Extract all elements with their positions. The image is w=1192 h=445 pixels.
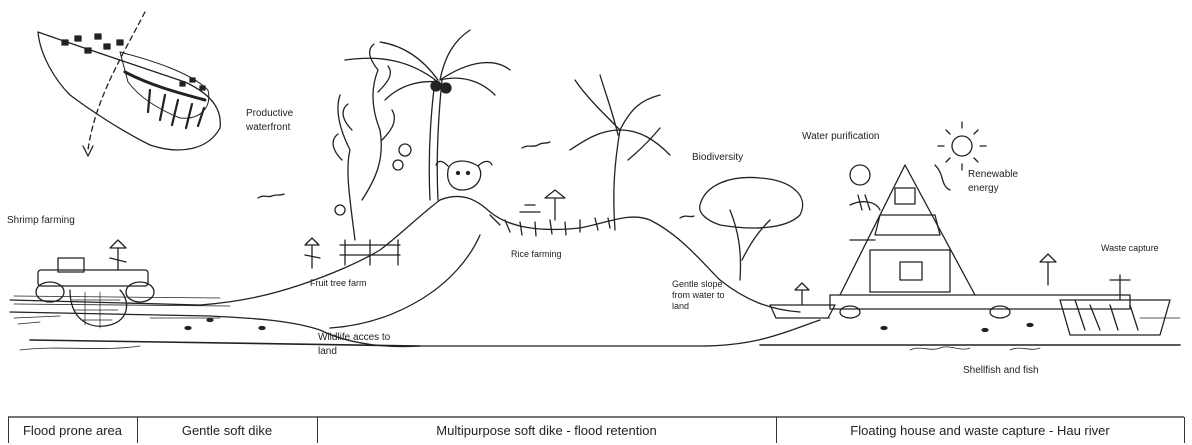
label-waste-capture: Waste capture [1101, 243, 1159, 254]
label-productive-waterfront-2: waterfront [246, 121, 290, 134]
label-water-purification: Water purification [802, 130, 879, 143]
label-gentle-slope-1: Gentle slope [672, 279, 723, 290]
label-wildlife-2: land [318, 345, 337, 358]
label-renewable-1: Renewable [968, 168, 1018, 181]
zone-floating-house: Floating house and waste capture - Hau r… [776, 419, 1184, 443]
farmer [305, 238, 320, 268]
shellfish [910, 347, 1040, 350]
label-shrimp-farming: Shrimp farming [7, 214, 75, 227]
birds [258, 142, 694, 218]
label-renewable-2: energy [968, 182, 999, 195]
label-biodiversity: Biodiversity [692, 151, 743, 164]
site-plan-inset [38, 12, 220, 156]
banana-tree [570, 75, 670, 230]
label-wildlife-1: Wildlife acces to [318, 331, 390, 344]
zone-multipurpose-soft-dike: Multipurpose soft dike - flood retention [317, 419, 776, 443]
zone-flood-prone-area: Flood prone area [8, 419, 137, 443]
label-shellfish-fish: Shellfish and fish [963, 364, 1039, 377]
label-rice-farming: Rice farming [511, 249, 562, 260]
zone-divider [1184, 417, 1185, 443]
small-boat [770, 283, 835, 318]
label-fruit-tree-farm: Fruit tree farm [310, 278, 367, 289]
fruit-tree-farm [333, 44, 411, 265]
cow [436, 161, 492, 190]
label-productive-waterfront-1: Productive [246, 107, 293, 120]
zone-gentle-soft-dike: Gentle soft dike [137, 419, 317, 443]
acacia-tree [700, 177, 803, 280]
fish [185, 319, 1033, 332]
label-gentle-slope-3: land [672, 301, 689, 312]
label-gentle-slope-2: from water to [672, 290, 725, 301]
